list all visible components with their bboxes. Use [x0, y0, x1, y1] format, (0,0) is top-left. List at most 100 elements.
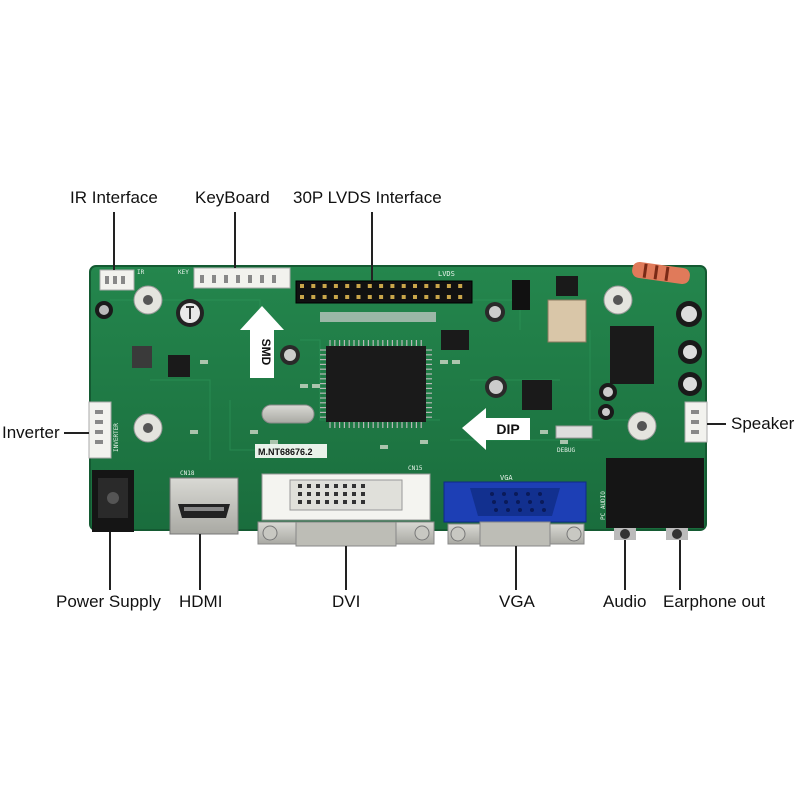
lvds-pin [424, 284, 429, 288]
lvds-pin [379, 284, 384, 288]
lvds-pin [367, 295, 372, 299]
capacitor-icons [95, 299, 702, 420]
lvds-pin [401, 295, 406, 299]
silk-dvi-label: CN15 [408, 465, 423, 472]
silk-debug-label: DEBUG [557, 447, 575, 454]
power-supply-jack [92, 470, 134, 532]
dvi-pin [316, 484, 320, 488]
label-lvds: 30P LVDS Interface [293, 188, 442, 207]
vga-pin [538, 492, 542, 496]
dvi-pin [307, 492, 311, 496]
lvds-pin [333, 284, 338, 288]
silk-key-label: KEY [178, 269, 189, 276]
lvds-pin [390, 295, 395, 299]
lvds-pin [356, 284, 361, 288]
dvi-pin [343, 492, 347, 496]
label-audio: Audio [603, 592, 647, 611]
dvi-pin [325, 492, 329, 496]
label-ir-interface: IR Interface [70, 188, 158, 207]
lvds-pin [390, 284, 395, 288]
lvds-pin [356, 295, 361, 299]
dvi-pin [298, 484, 302, 488]
ic-chips [132, 276, 654, 410]
label-dvi: DVI [332, 592, 361, 611]
lvds-pin [322, 284, 327, 288]
hdmi-connector: CN18 [169, 470, 239, 535]
dvi-pin [316, 492, 320, 496]
label-vga: VGA [499, 592, 535, 611]
leader-lines [64, 212, 726, 590]
dvi-pin [343, 484, 347, 488]
lvds-pin [446, 284, 451, 288]
audio-jack: PC AUDIO [600, 458, 652, 540]
model-number: M.NT68676.2 [258, 447, 313, 457]
label-keyboard: KeyBoard [195, 188, 270, 207]
lvds-pin [413, 284, 417, 288]
dvi-pin [298, 492, 302, 496]
vga-pin [528, 500, 532, 504]
vga-pin [494, 508, 498, 512]
dip-arrow: DIP [462, 408, 530, 450]
inverter-connector: INVERTER [88, 401, 120, 459]
main-chip [320, 340, 432, 428]
lvds-pin [345, 284, 350, 288]
vga-pin [530, 508, 534, 512]
vga-pin [518, 508, 522, 512]
lvds-connector: LVDS [295, 270, 473, 322]
dvi-pin [325, 500, 329, 504]
silk-inverter-label: INVERTER [113, 423, 120, 452]
lvds-pin [345, 295, 350, 299]
vga-pin [526, 492, 530, 496]
debug-header: DEBUG [555, 425, 593, 454]
lvds-pin [413, 295, 417, 299]
dvi-pin [352, 484, 356, 488]
vga-connector: VGA [443, 474, 587, 547]
vga-pin [490, 492, 494, 496]
silk-vga-label: VGA [500, 474, 513, 482]
mounting-hole-icons [133, 285, 657, 443]
silk-hdmi-label: CN18 [180, 470, 195, 477]
dvi-pin [307, 500, 311, 504]
silk-ir-label: IR [137, 269, 145, 276]
dvi-connector: CN15 [257, 465, 435, 547]
label-power-supply: Power Supply [56, 592, 161, 611]
dvi-pin [307, 484, 311, 488]
speaker-connector [684, 401, 708, 443]
label-hdmi: HDMI [179, 592, 223, 611]
lvds-pin [424, 295, 429, 299]
lvds-pin [311, 284, 316, 288]
lvds-pin [333, 295, 338, 299]
keyboard-connector: KEY [178, 267, 291, 289]
dvi-pin [316, 500, 320, 504]
dvi-pin [361, 500, 365, 504]
dvi-pin [298, 500, 302, 504]
lvds-pin [300, 284, 304, 288]
lvds-pin [311, 295, 316, 299]
dvi-pin [352, 492, 356, 496]
label-inverter: Inverter [2, 423, 60, 442]
vga-pin [516, 500, 520, 504]
dvi-pin [343, 500, 347, 504]
lvds-pin [379, 295, 384, 299]
crystal-icon [261, 404, 315, 424]
dvi-pin [334, 484, 338, 488]
vga-pin [506, 508, 510, 512]
dvi-pin [325, 484, 329, 488]
model-label: M.NT68676.2 [255, 444, 327, 458]
label-speaker: Speaker [731, 414, 795, 433]
label-earphone-out: Earphone out [663, 592, 766, 611]
lvds-pin [446, 295, 451, 299]
lvds-pin [367, 284, 372, 288]
lvds-pin [458, 295, 463, 299]
vga-pin [514, 492, 518, 496]
lvds-pin [458, 284, 463, 288]
silk-lvds-label: LVDS [438, 270, 455, 278]
silk-pc-audio-label: PC AUDIO [600, 491, 607, 520]
vga-pin [540, 500, 544, 504]
dip-arrow-label: DIP [496, 421, 519, 437]
lvds-pin [300, 295, 304, 299]
dvi-pin [352, 500, 356, 504]
resistor-icon [632, 261, 690, 285]
earphone-jack [652, 458, 704, 540]
smd-arrow-label: SMD [259, 339, 273, 366]
